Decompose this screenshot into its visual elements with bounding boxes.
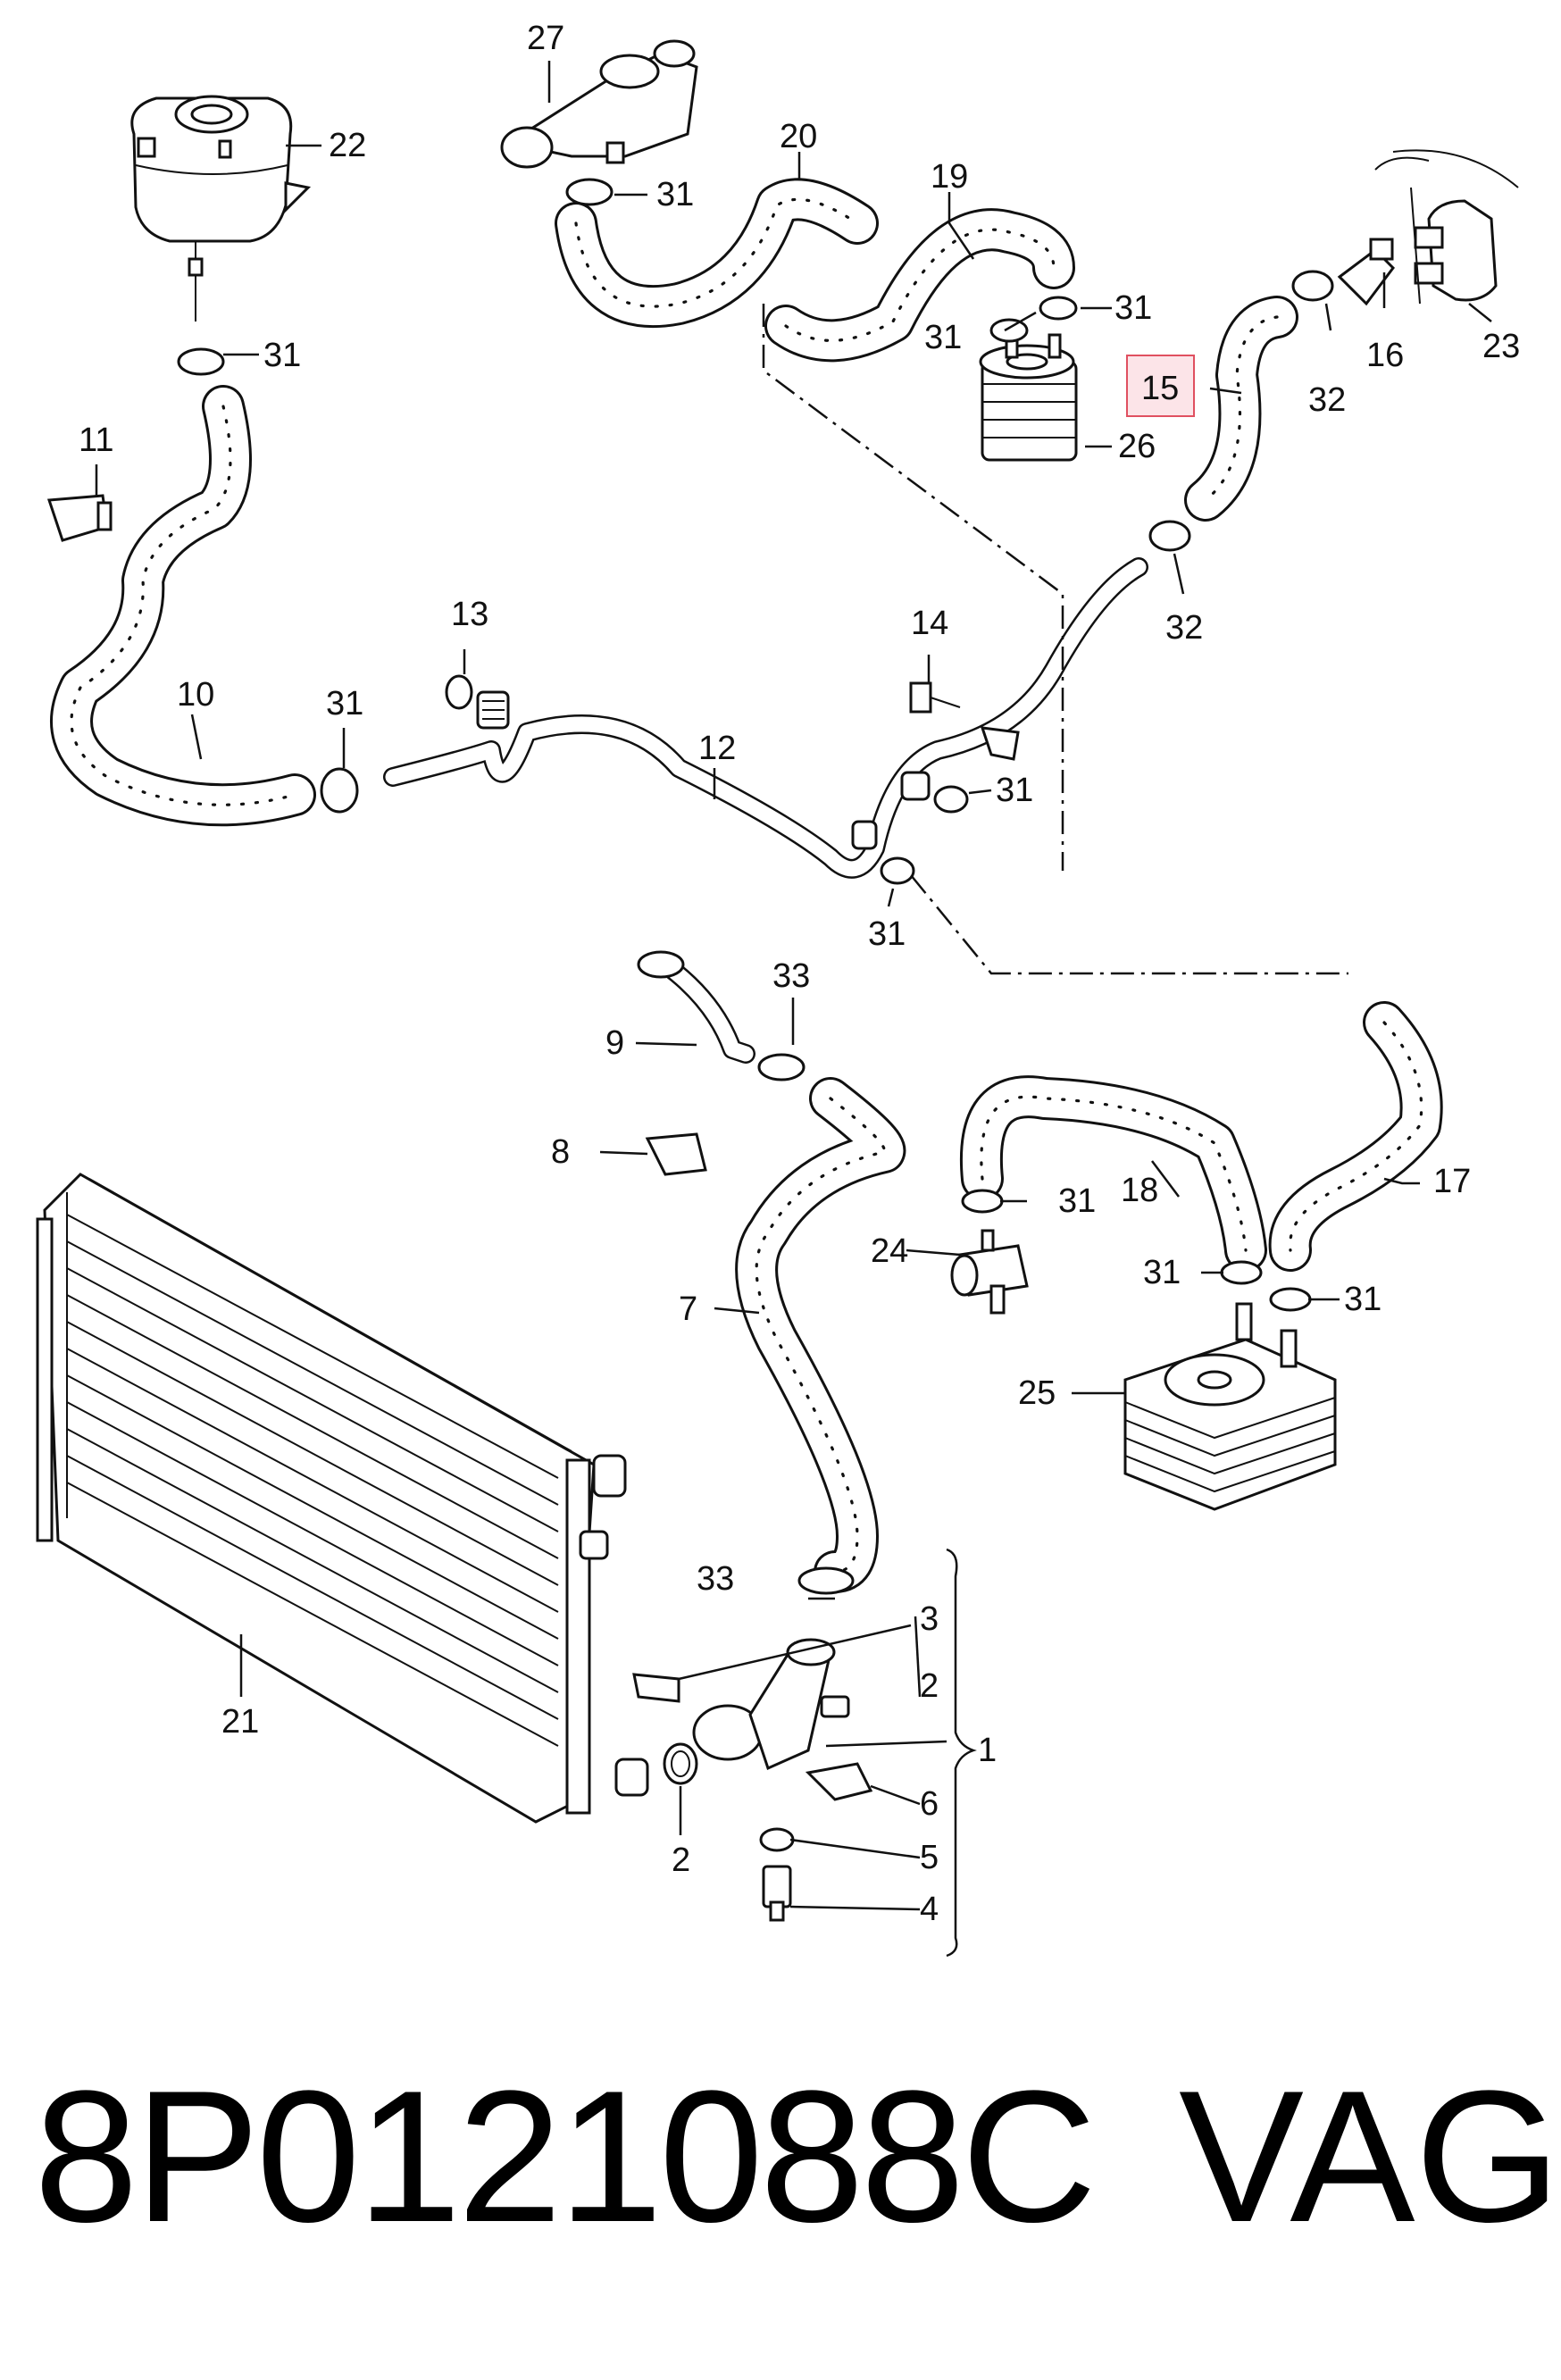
callout-32-a: 32 bbox=[1308, 381, 1346, 419]
callout-31-g: 31 bbox=[868, 915, 906, 953]
callout-33-b: 33 bbox=[697, 1560, 734, 1598]
callout-2-a: 2 bbox=[920, 1667, 939, 1705]
hose-15 bbox=[1184, 296, 1298, 522]
radiator bbox=[36, 1173, 649, 1824]
highlight-box-15 bbox=[1126, 355, 1195, 417]
callout-19: 19 bbox=[931, 158, 968, 196]
callout-32-b: 32 bbox=[1165, 609, 1203, 647]
callout-31-e: 31 bbox=[326, 685, 363, 722]
callout-14: 14 bbox=[911, 605, 948, 642]
callout-1: 1 bbox=[978, 1732, 997, 1769]
callout-labels: 22 27 31 20 19 31 31 26 15 32 16 23 32 3… bbox=[79, 20, 1520, 1928]
callout-27: 27 bbox=[527, 20, 564, 57]
o-ring-13 bbox=[445, 674, 473, 710]
callout-5: 5 bbox=[920, 1839, 939, 1876]
callout-6: 6 bbox=[920, 1785, 939, 1823]
callout-8: 8 bbox=[551, 1133, 570, 1171]
callout-31-d: 31 bbox=[263, 337, 301, 374]
callout-23: 23 bbox=[1482, 328, 1520, 365]
callout-31-j: 31 bbox=[1344, 1281, 1382, 1318]
sensor-11 bbox=[46, 494, 113, 542]
callout-4: 4 bbox=[920, 1891, 939, 1928]
callout-21: 21 bbox=[221, 1703, 259, 1741]
coolant-flange bbox=[500, 39, 698, 169]
callout-31-c: 31 bbox=[1114, 289, 1152, 327]
callout-31-b: 31 bbox=[924, 319, 962, 356]
callout-26: 26 bbox=[1118, 428, 1156, 465]
pipe-9 bbox=[637, 950, 755, 1064]
part-number: 8P0121088C bbox=[34, 2051, 1097, 2261]
callout-31-a: 31 bbox=[656, 176, 694, 213]
callout-3: 3 bbox=[920, 1600, 939, 1638]
callout-31-i: 31 bbox=[1143, 1254, 1181, 1291]
hose-19 bbox=[764, 208, 1075, 363]
callout-17: 17 bbox=[1433, 1163, 1471, 1200]
sensor-8 bbox=[645, 1132, 707, 1176]
callout-16: 16 bbox=[1366, 337, 1404, 374]
connector-24 bbox=[950, 1229, 1029, 1315]
bolt-14 bbox=[909, 681, 961, 714]
callout-15: 15 bbox=[1141, 370, 1179, 407]
engine-outlet-flange bbox=[1374, 149, 1519, 305]
hose-10 bbox=[50, 385, 316, 827]
callout-11: 11 bbox=[79, 422, 113, 459]
pipe-12 bbox=[383, 557, 1148, 879]
callout-10: 10 bbox=[177, 676, 214, 714]
cooling-system-diagram: 22 27 31 20 19 31 31 26 15 32 16 23 32 3… bbox=[36, 20, 1520, 1958]
group-outline-upper bbox=[762, 304, 1064, 871]
callout-31-h: 31 bbox=[1058, 1182, 1096, 1220]
hose-17 bbox=[1268, 1001, 1443, 1272]
callout-22: 22 bbox=[329, 127, 366, 164]
callout-18: 18 bbox=[1121, 1172, 1158, 1209]
hose-7 bbox=[735, 1077, 906, 1593]
callout-13: 13 bbox=[451, 596, 488, 633]
callout-33-a: 33 bbox=[772, 957, 810, 995]
callout-20: 20 bbox=[780, 118, 817, 155]
hose-20 bbox=[555, 178, 879, 329]
callout-12: 12 bbox=[698, 730, 736, 767]
callout-9: 9 bbox=[605, 1024, 624, 1062]
expansion-tank bbox=[130, 95, 312, 322]
callout-25: 25 bbox=[1018, 1374, 1056, 1412]
oil-cooler-large bbox=[1123, 1302, 1337, 1511]
brand-label: VAG bbox=[1179, 2051, 1561, 2261]
callout-7: 7 bbox=[679, 1290, 697, 1328]
oil-cooler-small bbox=[979, 333, 1078, 462]
coolant-flange-assembly bbox=[632, 1638, 873, 1922]
group-outline-lower bbox=[910, 874, 1348, 975]
callout-24: 24 bbox=[871, 1232, 908, 1270]
leader-lines bbox=[95, 61, 1492, 1958]
callout-31-f: 31 bbox=[996, 772, 1033, 809]
hose-18 bbox=[959, 1075, 1267, 1272]
connector-16 bbox=[1337, 238, 1395, 306]
callout-2-b: 2 bbox=[672, 1841, 690, 1879]
